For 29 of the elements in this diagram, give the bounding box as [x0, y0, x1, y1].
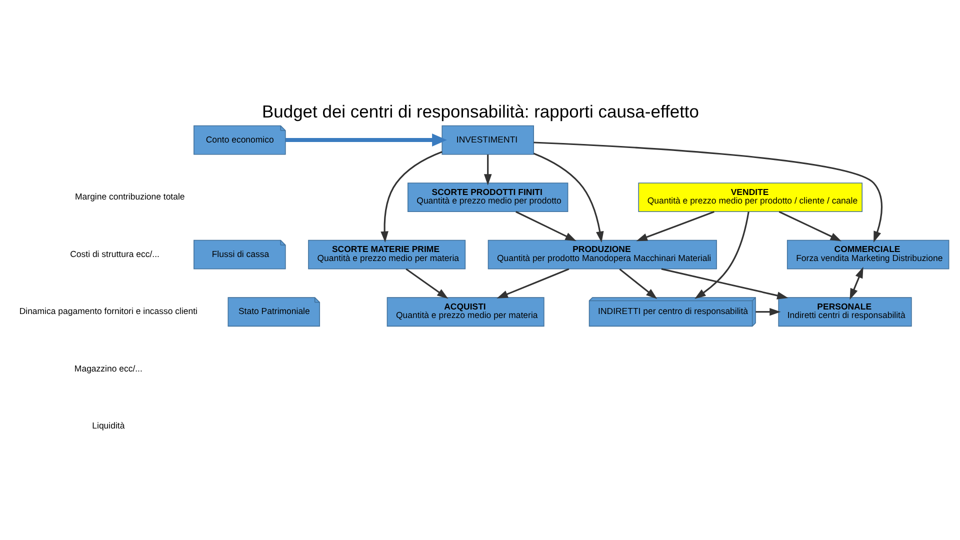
- arrow: [694, 211, 749, 298]
- node-box: INVESTIMENTI: [441, 124, 534, 154]
- arrow: [755, 307, 780, 316]
- arrow: [636, 210, 714, 241]
- arrow: [660, 268, 788, 299]
- arrow: [533, 141, 882, 242]
- label: Margine contribuzione totale: [74, 191, 184, 202]
- arrow: [849, 266, 863, 300]
- node-box: PERSONALE Indiretti centri di responsabilità: [778, 296, 912, 326]
- arrow: [380, 150, 442, 242]
- arrow: [405, 268, 448, 298]
- arrow: [515, 210, 576, 241]
- arrow: [532, 152, 604, 242]
- node-box: VENDITE Quantità e prezzo medio per prodotto / cliente / canale: [638, 182, 862, 212]
- label: Liquidità: [92, 420, 124, 430]
- node-box: ACQUISTI Quantità e prezzo medio per materia: [386, 296, 544, 326]
- node-box: PRODUZIONE Quantità per prodotto Manodopera Macchinari Materiali: [487, 239, 716, 269]
- arrow: [496, 268, 569, 298]
- node-box: SCORTE PRODOTTI FINITI Quantità e prezzo medio per prodotto: [407, 182, 568, 212]
- arrow: [483, 154, 492, 185]
- label: Costi di struttura ecc/...: [70, 248, 159, 258]
- diagram-title: Budget dei centri di responsabilità: rapporti causa-effetto: [261, 100, 699, 121]
- arrow: [778, 210, 842, 241]
- arrow: [618, 268, 657, 298]
- arrow: [285, 133, 446, 146]
- label: Dinamica pagamento fornitori e incasso clienti: [18, 306, 198, 316]
- node-box: COMMERCIALE Forza vendita Marketing Distribuzione: [786, 239, 949, 269]
- node-box: SCORTE MATERIE PRIME Quantità e prezzo medio per materia: [308, 239, 466, 269]
- label: Magazzino ecc/...: [74, 362, 142, 373]
